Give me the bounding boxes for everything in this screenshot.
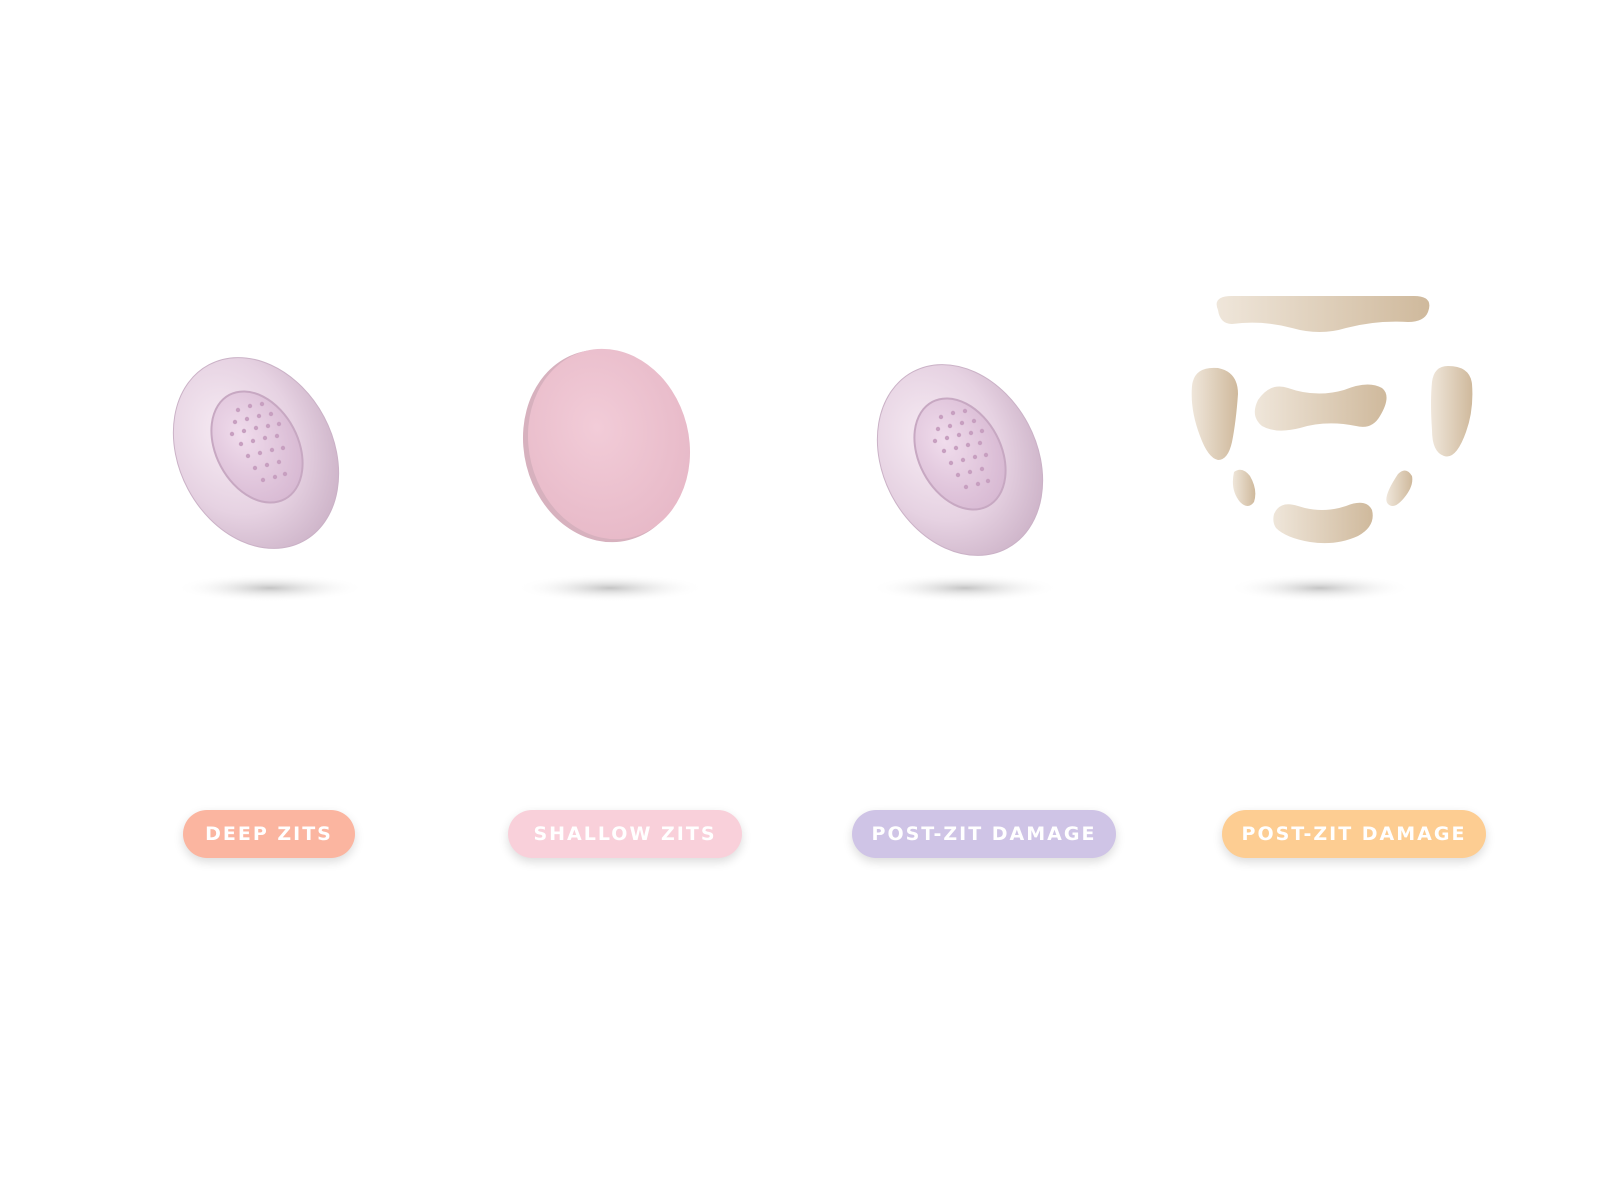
post-zit-damage-face-patches-image <box>1176 270 1516 630</box>
deep-zits-label: DEEP ZITS <box>183 810 355 858</box>
deep-zits-patch-image <box>98 270 438 630</box>
post-zit-damage-face-label: POST-ZIT DAMAGE <box>1222 810 1486 858</box>
shallow-zits-label: SHALLOW ZITS <box>508 810 742 858</box>
post-zit-damage-label: POST-ZIT DAMAGE <box>852 810 1116 858</box>
shallow-zits-patch-image <box>454 270 794 630</box>
post-zit-damage-patch-image <box>810 270 1150 630</box>
